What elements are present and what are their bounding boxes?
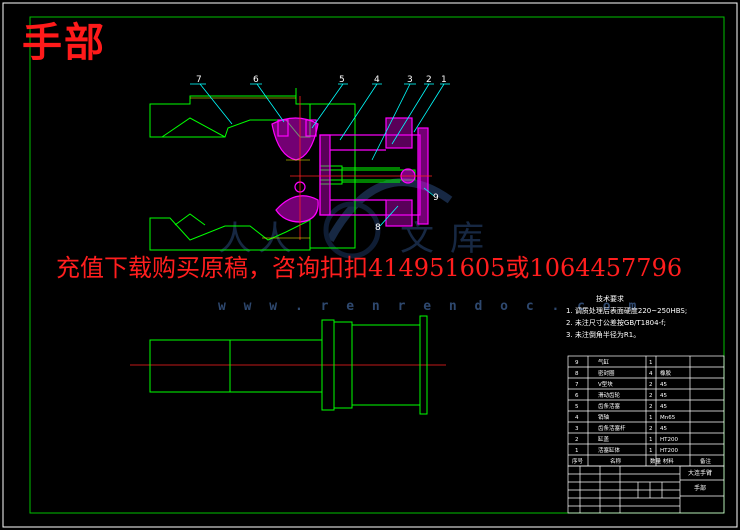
inner-frame	[29, 16, 725, 514]
callout-8: 8	[375, 223, 381, 233]
side-view	[149, 315, 428, 415]
bom-cell-name: 销轴	[598, 413, 610, 421]
callout-4: 4	[374, 75, 380, 85]
bom-cell-qty: 2	[649, 404, 653, 410]
lower-gear-sector	[275, 195, 319, 223]
bom-cell-name: 齿条活塞杆	[598, 424, 626, 432]
bom-cell-name: 齿条活塞	[598, 402, 621, 410]
bom-cell-name: V型块	[598, 380, 613, 388]
bom-table	[567, 355, 725, 467]
bom-header-no: 序号	[572, 457, 584, 465]
bom-cell-qty: 1	[649, 415, 653, 421]
bom-cell-no: 3	[575, 426, 579, 432]
tech-item-3: 3. 未注倒角半径为R1。	[566, 331, 641, 339]
bom-cell-material: 45	[660, 382, 667, 388]
bom-cell-qty: 4	[649, 371, 653, 377]
bom-header-remark: 备注	[700, 457, 712, 465]
callout-5: 5	[339, 75, 345, 85]
bom-cell-no: 6	[575, 393, 579, 399]
bom-cell-material: HT200	[660, 448, 678, 454]
bom-cell-material: 45	[660, 393, 667, 399]
bom-cell-qty: 2	[649, 382, 653, 388]
bom-cell-material: 45	[660, 404, 667, 410]
callout-7: 7	[196, 75, 202, 85]
bom-cell-qty: 1	[649, 437, 653, 443]
callout-3: 3	[407, 75, 413, 85]
technical-requirements: 技术要求 1. 调质处理后表面硬度220~250HBS; 2. 未注尺寸公差按G…	[566, 293, 687, 341]
title-block-project: 大连手臂	[688, 469, 712, 477]
title-block-drawing-name: 手部	[694, 484, 706, 492]
leader-lines	[190, 83, 450, 227]
title-block	[567, 465, 725, 514]
bom-header: 序号 名称 数量 材料 备注	[572, 457, 712, 465]
title-block-text: 大连手臂 手部	[688, 469, 712, 492]
bom-header-qty-material: 数量 材料	[650, 457, 674, 465]
tech-item-2: 2. 未注尺寸公差按GB/T1804-f;	[566, 319, 666, 327]
bom-cell-qty: 2	[649, 393, 653, 399]
watermark-char-4: 库	[450, 219, 484, 259]
page-title: 手部	[22, 19, 106, 66]
bom-cell-qty: 2	[649, 426, 653, 432]
callout-1: 1	[441, 75, 447, 85]
bom-cell-no: 7	[575, 382, 579, 388]
tech-item-1: 1. 调质处理后表面硬度220~250HBS;	[566, 307, 688, 315]
lower-jaw	[149, 217, 311, 251]
callout-labels: 7 6 5 4 3 2 1 8 9	[196, 75, 447, 233]
callout-2: 2	[426, 75, 432, 85]
promo-banner: 充值下载购买原稿，咨询扣扣414951605或1064457796	[56, 254, 683, 282]
bom-cell-name: 密封圈	[598, 369, 615, 377]
bom-cell-material: 45	[660, 426, 667, 432]
bom-cell-no: 2	[575, 437, 579, 443]
watermark-char-2: 人	[258, 219, 292, 259]
callout-9: 9	[433, 193, 439, 203]
tech-heading: 技术要求	[596, 295, 624, 303]
bom-cell-material: Mn65	[660, 415, 676, 421]
bom-cell-qty: 1	[649, 448, 653, 454]
bom-cell-name: 活塞缸体	[598, 446, 621, 454]
bom-cell-no: 1	[575, 448, 579, 454]
bom-header-name: 名称	[610, 457, 622, 465]
bom-cell-name: 缸盖	[598, 435, 610, 443]
callout-6: 6	[253, 75, 259, 85]
bom-cell-name: 滑动齿轮	[598, 391, 621, 399]
watermark-url: w w w . r e n r e n d o c . c o m	[218, 299, 642, 314]
bom-cell-no: 5	[575, 404, 579, 410]
upper-jaw	[149, 95, 311, 138]
centerlines	[130, 96, 446, 366]
bom-cell-name: 气缸	[598, 358, 610, 366]
bom-cell-material: 橡胶	[660, 369, 672, 377]
bom-cell-qty: 1	[649, 360, 653, 366]
bom-cell-no: 9	[575, 360, 579, 366]
bom-cell-material: HT200	[660, 437, 678, 443]
dimensions	[190, 97, 310, 239]
upper-gear-sector	[271, 117, 319, 161]
bom-cell-no: 8	[575, 371, 579, 377]
bom-cell-no: 4	[575, 415, 579, 421]
